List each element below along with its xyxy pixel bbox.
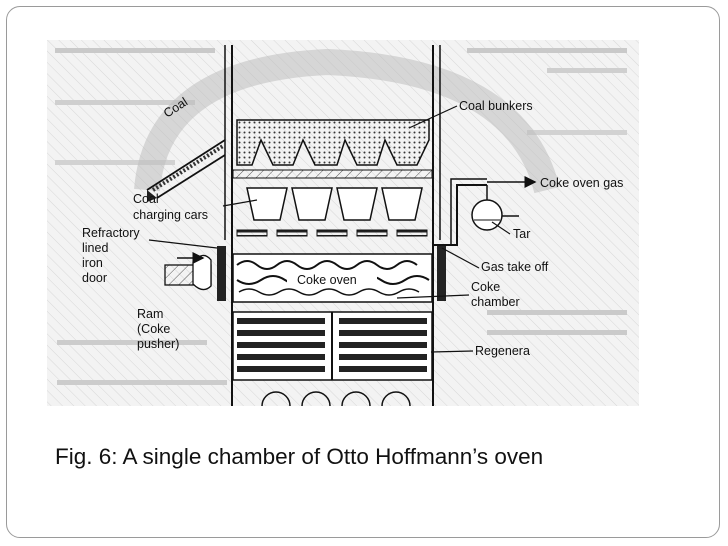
label-gas-take-off: Gas take off <box>481 260 549 274</box>
label-coal-bunkers: Coal bunkers <box>459 99 533 113</box>
label-coke-chamber-2: chamber <box>471 295 520 309</box>
scan-ghost-text <box>55 48 627 385</box>
figure-caption: Fig. 6: A single chamber of Otto Hoffman… <box>55 444 544 469</box>
bottom-flues <box>261 391 411 406</box>
gas-take-off-pipe <box>433 176 537 246</box>
label-coke-oven: Coke oven <box>297 273 357 287</box>
ram-coke-pusher <box>164 252 212 291</box>
label-refractory-3: iron <box>82 256 103 270</box>
label-refractory-4: door <box>82 271 107 285</box>
coal-bunkers <box>236 119 430 166</box>
coke-oven-chamber <box>232 253 433 303</box>
chamber-walls <box>224 45 441 406</box>
label-regenera: Regenera <box>475 344 530 358</box>
charging-ports <box>236 229 428 237</box>
refractory-door-left <box>217 246 226 301</box>
label-coal-charging-cars-1: Coal <box>133 192 159 206</box>
label-refractory-1: Refractory <box>82 226 140 240</box>
label-ram-1: Ram <box>137 307 163 321</box>
label-coke-oven-gas: Coke oven gas <box>540 176 623 190</box>
label-ram-2: (Coke <box>137 322 170 336</box>
label-refractory-2: lined <box>82 241 108 255</box>
refractory-door-right <box>437 246 446 301</box>
label-ram-3: pusher) <box>137 337 179 351</box>
coal-charging-cars <box>246 187 423 221</box>
label-coke-chamber-1: Coke <box>471 280 500 294</box>
otto-hoffmann-oven-diagram: Coal Coal bunkers Coke oven gas Coal cha… <box>47 40 639 406</box>
regenerator <box>232 311 433 381</box>
label-tar: Tar <box>513 227 530 241</box>
label-coal-charging-cars-2: charging cars <box>133 208 208 222</box>
